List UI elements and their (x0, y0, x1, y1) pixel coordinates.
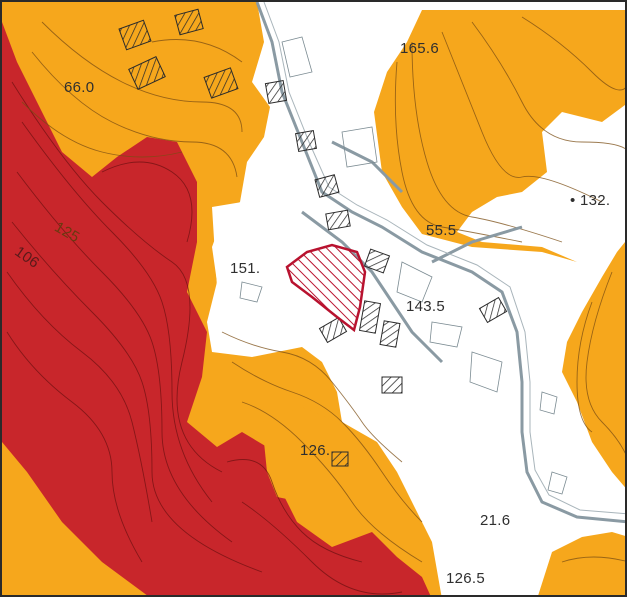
subject-parcel[interactable] (285, 243, 367, 333)
orange-zone-northeast (374, 10, 625, 262)
elevation-label: 126.5 (446, 570, 486, 587)
elevation-label: 165.6 (400, 40, 440, 57)
cadastral-lines (239, 36, 568, 495)
bullet-marker: • (570, 192, 576, 209)
elevation-label: 143.5 (406, 298, 446, 315)
clearing-central (212, 202, 347, 342)
elevation-label: 151. (230, 260, 261, 277)
elevation-label: 66.0 (64, 79, 95, 96)
elevation-label: 126. (300, 442, 331, 459)
elevation-label: 132. (580, 192, 611, 209)
contour-lines-red (6, 81, 403, 595)
elevation-label: 55.5 (426, 222, 457, 239)
road-edges (263, 2, 625, 515)
contour-lines-orange (21, 16, 625, 563)
road-network (255, 2, 625, 524)
orange-zone-peninsula (262, 407, 352, 502)
buildings (118, 8, 508, 467)
orange-zone-southeast (538, 532, 625, 595)
elevation-label: 21.6 (480, 512, 511, 529)
orange-zone-east (562, 242, 625, 488)
